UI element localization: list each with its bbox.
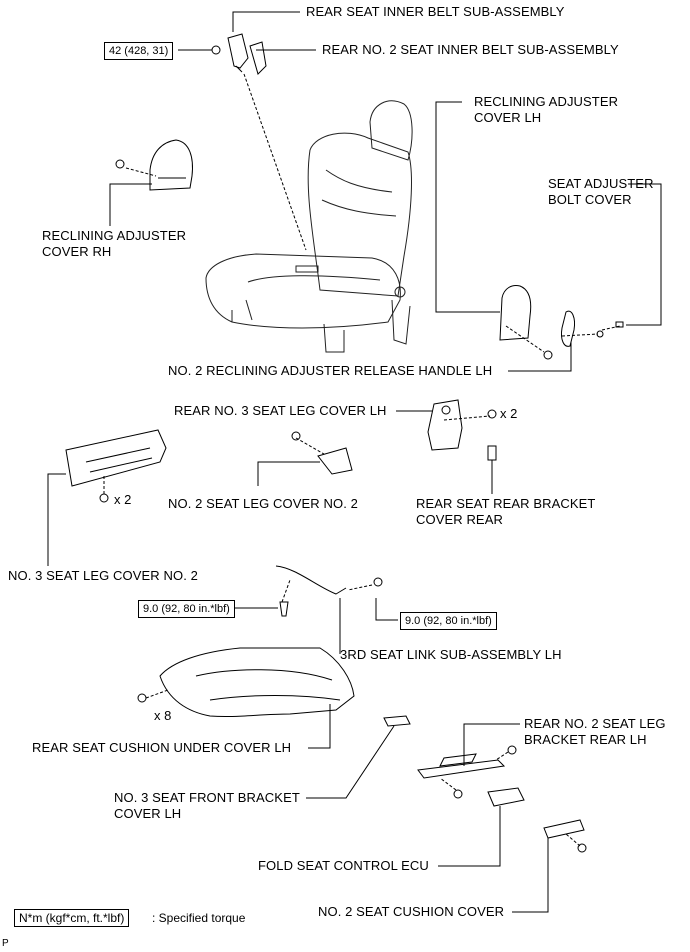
label-leg-bracket-line1: REAR NO. 2 SEAT LEG	[524, 716, 666, 731]
qty-under-cover-clips: x 8	[154, 708, 172, 723]
leader-no2-leg-cover-no2	[257, 461, 320, 486]
torque-belt-nut: 42 (428, 31)	[104, 42, 174, 60]
leader-reclining-cover-lh	[435, 101, 500, 313]
rear-no3-leg-cover-part	[427, 399, 497, 451]
bracket-cover-rear-part	[487, 445, 497, 461]
page-code: P	[2, 938, 9, 949]
leader-rear-seat-inner-belt	[232, 11, 300, 32]
leader-no3-leg-cover-no2	[47, 473, 66, 566]
belt-nut	[211, 45, 221, 55]
no2-leg-cover-part	[291, 431, 353, 475]
leader-fold-ecu	[438, 806, 501, 867]
leader-leg-bracket	[463, 723, 520, 766]
label-rear-no2-seat-inner-belt: REAR NO. 2 SEAT INNER BELT SUB-ASSEMBLY	[322, 42, 619, 57]
leader-cushion-cover	[512, 838, 549, 913]
label-no2-leg-cover-no2: NO. 2 SEAT LEG COVER NO. 2	[168, 496, 358, 511]
label-reclining-cover-lh-line2: COVER LH	[474, 110, 542, 125]
front-bracket-cover-part	[383, 715, 411, 727]
no2-inner-belt-part	[249, 41, 267, 75]
label-reclining-cover-rh-line1: RECLINING ADJUSTER	[42, 228, 187, 243]
reclining-cover-rh-part	[115, 139, 193, 191]
torque-link-bolt: 9.0 (92, 80 in.*lbf)	[138, 600, 235, 618]
label-release-handle: NO. 2 RECLINING ADJUSTER RELEASE HANDLE …	[168, 363, 493, 378]
label-leg-bracket-line2: BRACKET REAR LH	[524, 732, 647, 747]
qty-leg-cover-screws: x 2	[114, 492, 132, 507]
link-part	[275, 565, 383, 617]
torque-link-nut: 9.0 (92, 80 in.*lbf)	[400, 612, 497, 630]
leader-front-bracket-cover	[306, 725, 395, 799]
qty-leg-cover-no2-clips: x 2	[500, 406, 518, 421]
cushion-cover-part	[543, 819, 587, 853]
legend-torque-unit: N*m (kgf*cm, ft.*lbf)	[14, 909, 130, 927]
label-no2-seat-cushion-cover: NO. 2 SEAT CUSHION COVER	[318, 904, 505, 919]
label-front-bracket-cover-line1: NO. 3 SEAT FRONT BRACKET	[114, 790, 300, 805]
label-rear-no3-leg-cover: REAR NO. 3 SEAT LEG COVER LH	[174, 403, 387, 418]
label-reclining-cover-lh-line1: RECLINING ADJUSTER	[474, 94, 619, 109]
label-no3-leg-cover-no2: NO. 3 SEAT LEG COVER NO. 2	[8, 568, 198, 583]
release-handle-part	[561, 310, 624, 347]
label-under-cover: REAR SEAT CUSHION UNDER COVER LH	[32, 740, 292, 755]
label-reclining-cover-rh-line2: COVER RH	[42, 244, 112, 259]
leader-reclining-cover-rh	[109, 183, 152, 226]
leader-release-handle	[508, 342, 572, 372]
label-bracket-cover-rear-line2: COVER REAR	[416, 512, 503, 527]
label-bracket-cover-rear-line1: REAR SEAT REAR BRACKET	[416, 496, 596, 511]
legend-torque-text: : Specified torque	[152, 911, 246, 925]
fold-ecu-part	[487, 787, 525, 807]
leader-under-cover	[308, 704, 331, 749]
label-fold-seat-ecu: FOLD SEAT CONTROL ECU	[258, 858, 429, 873]
no3-leg-cover-part	[65, 429, 167, 503]
seat-assembly	[205, 100, 413, 353]
label-front-bracket-cover-line2: COVER LH	[114, 806, 182, 821]
label-rear-seat-inner-belt: REAR SEAT INNER BELT SUB-ASSEMBLY	[306, 4, 565, 19]
leader-seat-adjuster-bolt-cover	[626, 183, 662, 326]
inner-belt-part	[227, 33, 249, 73]
reclining-cover-lh-part	[499, 285, 553, 360]
label-seat-adjuster-bolt-cover-line1: SEAT ADJUSTER	[548, 176, 654, 191]
leg-bracket-part	[417, 745, 517, 799]
label-third-seat-link: 3RD SEAT LINK SUB-ASSEMBLY LH	[340, 647, 562, 662]
under-cover-part	[137, 647, 355, 718]
label-seat-adjuster-bolt-cover-line2: BOLT COVER	[548, 192, 632, 207]
leader-link-nut	[375, 598, 398, 621]
